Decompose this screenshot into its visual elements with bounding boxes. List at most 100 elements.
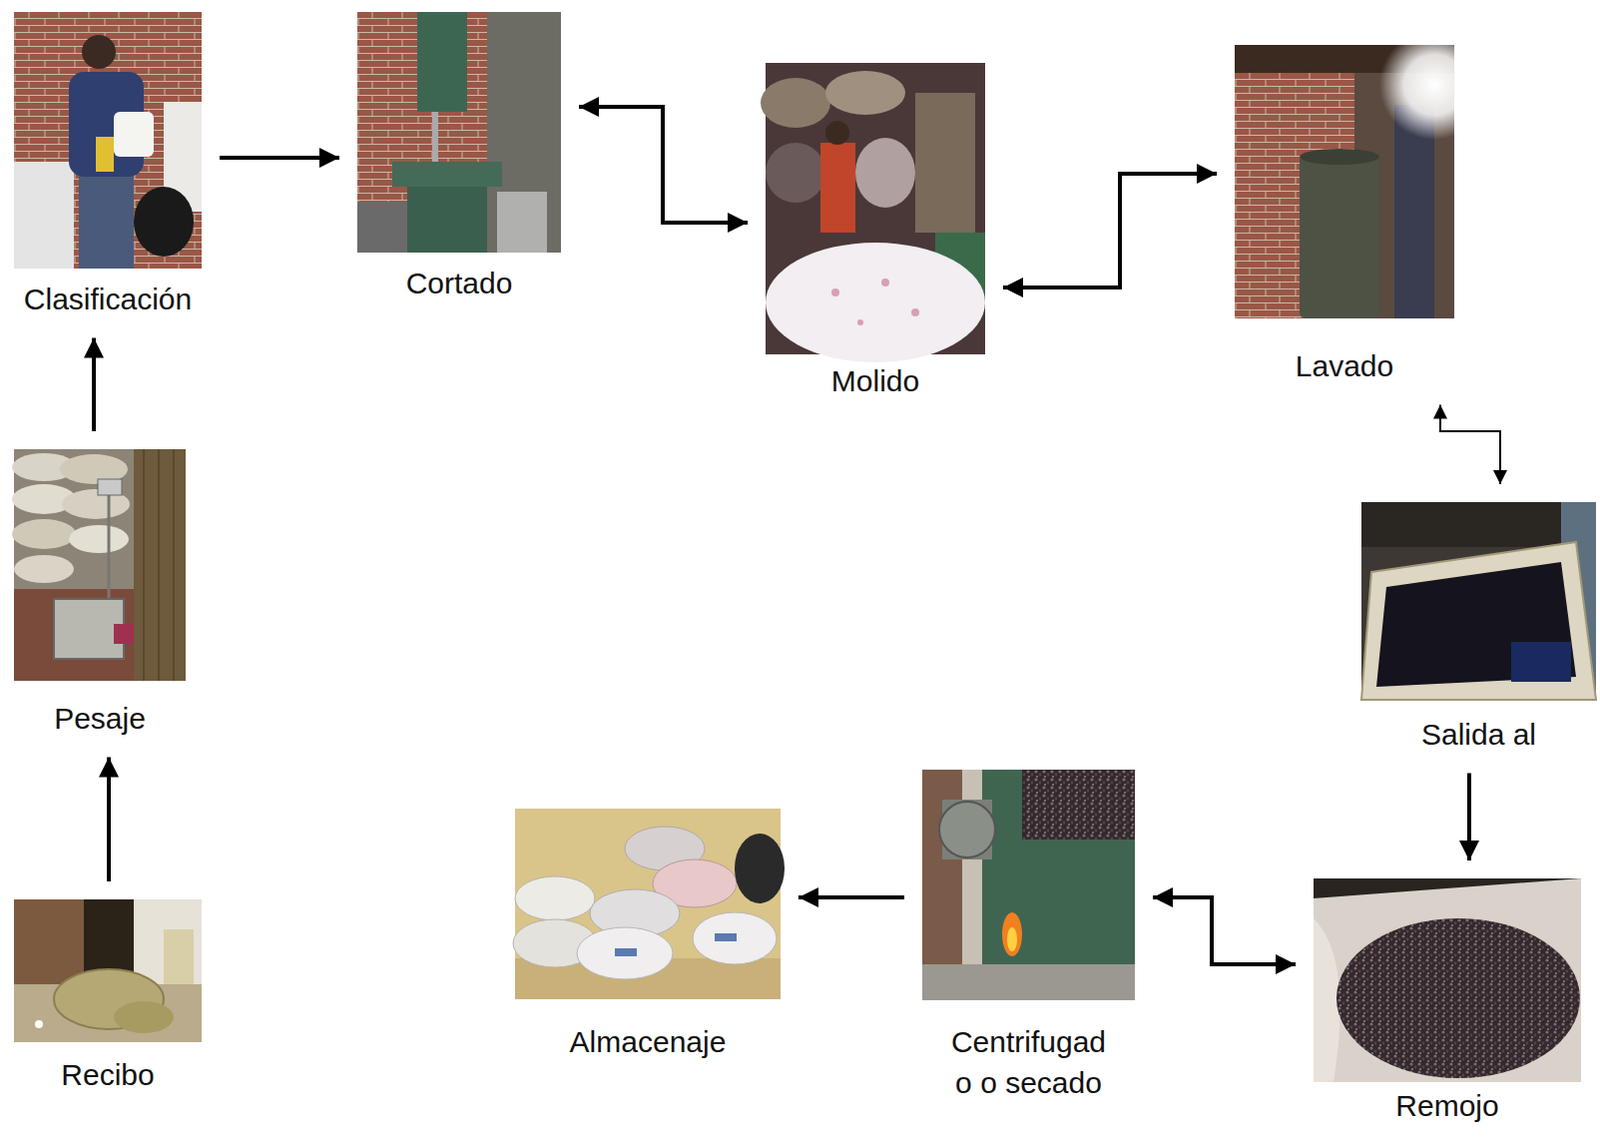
flow-arrow — [91, 338, 96, 433]
photo-lavado — [1234, 29, 1490, 319]
flow-arrow — [798, 895, 905, 900]
step-label: Centrifugad o o secado — [946, 1022, 1111, 1103]
flow-arrow — [1467, 773, 1472, 862]
photo-cortado-part — [357, 11, 561, 253]
flow-arrow — [1152, 897, 1296, 965]
photo-almacenaje-part — [576, 927, 673, 980]
photo-cortado — [357, 11, 561, 253]
flow-arrow — [578, 106, 748, 223]
photo-pesaje-part — [13, 588, 134, 681]
process-step: Cortado — [357, 11, 561, 305]
photo-pesaje-part — [53, 598, 124, 659]
photo-centrifugado — [922, 769, 1135, 1001]
photo-lavado-part — [1299, 154, 1380, 319]
photo-almacenaje-part — [614, 948, 637, 957]
photo-clasificacion-part — [13, 161, 74, 269]
photo-remojo-part — [1313, 878, 1582, 1082]
photo-salida — [1361, 502, 1597, 700]
photo-centrifugado-part — [1002, 912, 1023, 957]
step-label: Clasificación — [13, 279, 202, 321]
photo-clasificacion-part — [13, 11, 202, 269]
photo-recibo-part — [113, 1001, 174, 1034]
process-step: Pesaje — [13, 449, 186, 740]
flow-arrow — [106, 757, 111, 883]
photo-centrifugado-part — [939, 801, 996, 858]
photo-remojo-part — [1313, 918, 1341, 1082]
photo-recibo-part — [163, 929, 194, 990]
photo-cortado-part — [497, 191, 547, 253]
photo-pesaje-part — [97, 479, 122, 496]
photo-lavado-part — [1379, 29, 1490, 140]
photo-molido-part — [825, 70, 906, 115]
photo-pesaje — [11, 449, 186, 681]
flow-arrow — [1440, 405, 1501, 486]
photo-recibo-part — [13, 899, 202, 1043]
photo-molido-part — [765, 242, 986, 363]
process-step: Molido — [765, 62, 986, 403]
photo-almacenaje-part — [692, 912, 777, 965]
photo-almacenaje-part — [714, 933, 737, 942]
photo-molido-part — [765, 142, 826, 203]
photo-molido-part — [881, 278, 890, 287]
photo-pesaje-part — [11, 519, 76, 549]
photo-salida-part — [1511, 641, 1572, 682]
process-step: Recibo — [13, 899, 202, 1096]
process-step: Salida al — [1361, 502, 1597, 756]
photo-clasificacion-part — [95, 136, 114, 172]
photo-clasificacion-part — [81, 34, 116, 69]
photo-molido — [760, 62, 986, 363]
photo-molido-part — [820, 142, 856, 233]
photo-almacenaje-part — [515, 876, 595, 921]
photo-pesaje-part — [143, 449, 174, 681]
step-label: Almacenaje — [515, 1022, 781, 1064]
photo-centrifugado-part — [922, 769, 1135, 1001]
photo-clasificacion-part — [133, 186, 194, 257]
photo-cortado-part — [417, 11, 468, 112]
photo-almacenaje-part — [734, 833, 785, 904]
flow-arrow — [219, 155, 340, 160]
photo-pesaje-part — [68, 525, 129, 553]
photo-remojo-part — [1336, 918, 1581, 1078]
step-label: Pesaje — [13, 698, 186, 740]
photo-cortado-part — [392, 161, 503, 187]
photo-centrifugado-part — [1022, 769, 1135, 840]
photo-almacenaje — [513, 808, 785, 1000]
photo-molido-part — [825, 120, 850, 145]
process-step: Clasificación — [13, 11, 202, 321]
photo-centrifugado-part — [1007, 927, 1018, 952]
photo-molido-part — [857, 319, 864, 326]
step-label: Salida al — [1361, 714, 1597, 756]
photo-clasificacion — [13, 11, 202, 269]
photo-pesaje-part — [133, 449, 186, 681]
photo-cortado-part — [487, 11, 561, 253]
step-label: Cortado — [357, 263, 561, 305]
photo-salida-part — [1376, 561, 1577, 687]
step-label: Recibo — [13, 1055, 202, 1096]
photo-molido-part — [915, 92, 976, 233]
photo-cortado-part — [432, 111, 439, 167]
photo-remojo — [1313, 878, 1582, 1082]
photo-pesaje-part — [13, 554, 74, 583]
photo-molido-part — [760, 77, 831, 128]
photo-centrifugado-part — [922, 964, 1135, 1001]
step-label: Remojo — [1313, 1085, 1582, 1127]
process-step: Almacenaje — [515, 808, 781, 1064]
photo-molido-part — [831, 288, 840, 297]
photo-remojo-part — [1313, 878, 1582, 1082]
photo-pesaje-part — [107, 495, 111, 599]
photo-recibo-part — [34, 1020, 43, 1029]
photo-salida-part — [1361, 502, 1597, 700]
photo-lavado-part — [1299, 148, 1380, 165]
photo-salida-part — [1361, 502, 1597, 547]
photo-clasificacion-part — [113, 111, 154, 157]
photo-cortado-part — [357, 201, 408, 253]
step-label: Molido — [765, 361, 986, 403]
photo-cortado-part — [407, 186, 488, 253]
process-step: Remojo — [1313, 878, 1582, 1127]
photo-almacenaje-part — [515, 808, 781, 1000]
photo-pesaje-part — [13, 449, 186, 681]
step-label: Lavado — [1234, 346, 1455, 388]
